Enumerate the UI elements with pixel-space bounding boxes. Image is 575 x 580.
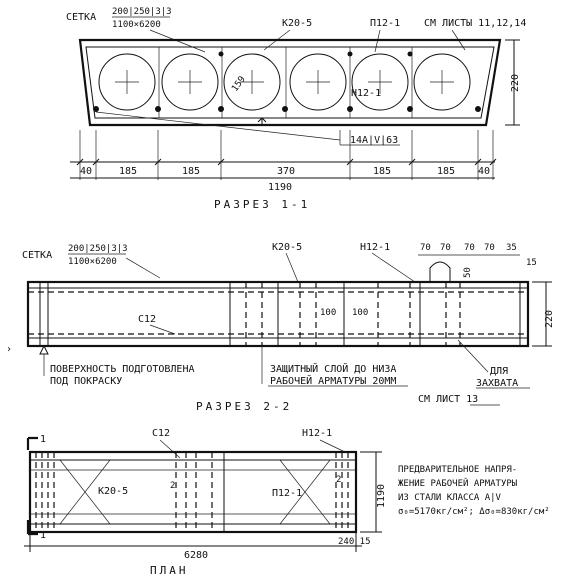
plan-note-line-4: σ₀=5170кг/см²; Δσ₀=830кг/см² <box>398 507 550 517</box>
s2-note-lift-2: ЗАХВАТА <box>476 378 518 389</box>
plan-p-label: П12-1 <box>272 488 302 499</box>
s1-diameter: 159 <box>230 75 248 94</box>
s2-top-dim-5: 35 <box>506 243 517 253</box>
s1-p-label: П12-1 <box>370 18 400 29</box>
s2-height-dim: 220 <box>544 310 555 328</box>
plan-rebar-lines <box>30 452 356 532</box>
plan-h-label: Н12-1 <box>302 428 332 439</box>
s2-c-label: С12 <box>138 314 156 325</box>
plan-note-line-1: ПРЕДВАРИТЕЛЬНОЕ НАПРЯ- <box>398 465 517 475</box>
section-1-1: СЕТКА 200|250|3|3 1100×6200 К20-5 П12-1 … <box>66 7 526 211</box>
plan-mark-2-right: 2 <box>336 475 341 485</box>
plan-note-line-3: ИЗ СТАЛИ КЛАССА А|V <box>398 493 502 503</box>
s2-top-dim-3: 70 <box>464 243 475 253</box>
s2-mesh-num: 200|250|3|3 <box>68 244 128 254</box>
s1-dim-chain: 40 185 185 370 185 185 40 <box>76 130 497 180</box>
s1-h-label: Н12-1 <box>351 88 381 99</box>
s1-mesh-den: 1100×6200 <box>112 20 161 30</box>
plan-mark-2-left: 2 <box>170 481 175 491</box>
s1-dim-7: 40 <box>478 166 490 177</box>
s1-title: РАЗРЕЗ 1-1 <box>214 198 310 211</box>
s1-dim-3: 185 <box>182 166 200 177</box>
s2-top-dim-1: 70 <box>420 243 431 253</box>
s2-mesh-label: СЕТКА <box>22 250 52 261</box>
s1-voids <box>98 47 471 118</box>
s2-top-dim-4: 70 <box>484 243 495 253</box>
plan-title: ПЛАН <box>150 564 189 575</box>
void-circle <box>289 53 347 111</box>
s1-dim-4: 370 <box>277 166 295 177</box>
void-circle <box>351 53 409 111</box>
section-2-2: СЕТКА 200|250|3|3 1100×6200 К20-5 Н12-1 … <box>6 242 555 413</box>
plan-note-line-2: ЖЕНИЕ РАБОЧЕЙ АРМАТУРЫ <box>398 477 517 489</box>
s2-note-surface-2: ПОД ПОКРАСКУ <box>50 376 122 387</box>
plan-slab-outline <box>28 450 358 534</box>
s1-mesh-label: СЕТКА <box>66 12 96 23</box>
s2-note-cover-1: ЗАЩИТНЫЙ СЛОЙ ДО НИЗА <box>270 362 396 375</box>
s2-bullet: › <box>6 344 12 355</box>
s2-k-label: К20-5 <box>272 242 302 253</box>
s2-h-label: Н12-1 <box>360 242 390 253</box>
s2-title: РАЗРЕЗ 2-2 <box>196 400 292 413</box>
s1-total-width: 1190 <box>268 182 292 193</box>
plan-width-dim: 1190 <box>376 484 387 508</box>
s1-sheets-ref: СМ ЛИСТЫ 11,12,14 <box>424 18 526 29</box>
void-circle <box>161 53 219 111</box>
s2-dim-50: 50 <box>463 267 473 278</box>
s2-mesh-den: 1100×6200 <box>68 257 117 267</box>
s2-lift-loop <box>429 261 451 282</box>
s1-rebar-label: 14A|V|63 <box>350 135 398 146</box>
plan-end-dims: 240 15 <box>338 537 371 547</box>
plan-mark-1-top: 1 <box>40 434 46 445</box>
void-circle <box>413 53 471 111</box>
s2-note-surface-1: ПОВЕРХНОСТЬ ПОДГОТОВЛЕНА <box>50 364 195 375</box>
plan-length-dim: 6280 <box>184 550 208 561</box>
s1-height-dim: 220 <box>510 74 521 92</box>
s2-top-dim-2: 70 <box>440 243 451 253</box>
s2-spacing-2: 100 <box>352 308 368 318</box>
s2-note-lift-1: ДЛЯ <box>490 366 508 377</box>
s1-dim-6: 185 <box>437 166 455 177</box>
s2-spacing-1: 100 <box>320 308 336 318</box>
s2-dim-15: 15 <box>526 258 537 268</box>
plan-view: С12 Н12-1 1 1 К20-5 2 П12-1 2 1190 6280 <box>24 428 550 577</box>
plan-k-label: К20-5 <box>98 486 128 497</box>
plan-c-label: С12 <box>152 428 170 439</box>
s1-k-label: К20-5 <box>282 18 312 29</box>
s1-dim-5: 185 <box>373 166 391 177</box>
s1-dim-2: 185 <box>119 166 137 177</box>
s1-dim-1: 40 <box>80 166 92 177</box>
s2-note-cover-2: РАБОЧЕЙ АРМАТУРЫ 20ММ <box>270 374 396 387</box>
s2-stirrups <box>229 282 521 346</box>
s1-mesh-num: 200|250|3|3 <box>112 7 172 17</box>
void-circle <box>223 53 281 111</box>
void-circle <box>98 53 156 111</box>
s1-rebar-dots <box>93 51 481 112</box>
plan-mark-1-bottom: 1 <box>40 530 46 541</box>
s1-slab-outline <box>78 38 502 127</box>
s2-sheet-ref: СМ ЛИСТ 13 <box>418 394 478 405</box>
